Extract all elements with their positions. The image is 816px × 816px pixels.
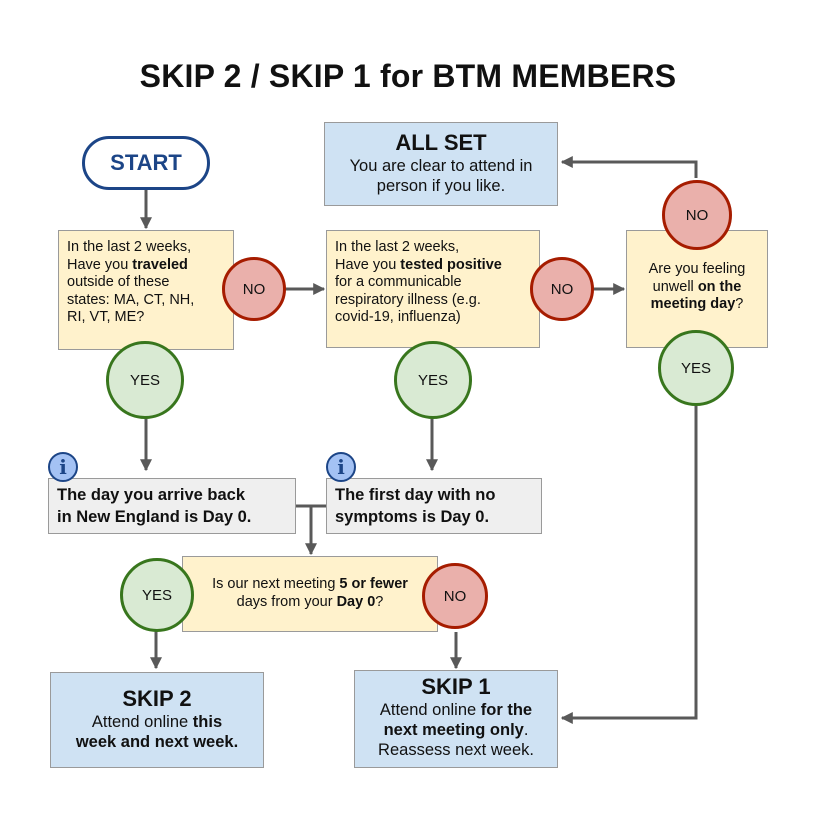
- travel-q-line-1: In the last 2 weeks,: [67, 239, 192, 255]
- travel-no-circle: NO: [222, 257, 286, 321]
- skip1-line-1: Attend online for the: [355, 700, 557, 720]
- info-icon[interactable]: i: [48, 452, 78, 482]
- positive-q-line-1: In the last 2 weeks,: [335, 239, 460, 255]
- positive-q-line-2-text: Have you: [335, 256, 401, 273]
- travel-q-line-5: RI, VT, ME?: [67, 309, 145, 325]
- skip1-line-3: Reassess next week.: [378, 741, 534, 759]
- unwell-q-line-2: unwell on the: [635, 279, 759, 297]
- skip2-title: SKIP 2: [122, 686, 192, 711]
- skip2-line-1-bold: this: [192, 713, 223, 731]
- unwell-q-line-2-bold: on the: [697, 278, 742, 295]
- meeting-no-circle: NO: [422, 563, 488, 629]
- positive-yes-circle: YES: [394, 341, 472, 419]
- symptoms-info-line-2: symptoms is Day 0.: [335, 508, 490, 526]
- skip1-line-2-bold: next meeting only: [383, 721, 524, 739]
- all-set-line-1: You are clear to attend in: [349, 157, 533, 175]
- skip1-box: SKIP 1 Attend online for the next meetin…: [354, 670, 558, 768]
- skip2-box: SKIP 2 Attend online this week and next …: [50, 672, 264, 768]
- arrow-unwell-no-to-allset: [560, 156, 698, 178]
- skip1-line-2-post: .: [523, 721, 529, 739]
- positive-q-line-4: respiratory illness (e.g.: [335, 291, 481, 308]
- meeting-q-line-2: days from your Day 0?: [191, 594, 429, 612]
- meeting-q-line-2-text: days from your: [236, 593, 337, 610]
- positive-q-line-2-bold: tested positive: [400, 256, 502, 273]
- travel-yes-circle: YES: [106, 341, 184, 419]
- unwell-q-line-3-bold: meeting day: [650, 296, 736, 312]
- skip2-line-1-text: Attend online: [91, 713, 193, 731]
- meeting-q-line-2-post: ?: [375, 593, 384, 610]
- travel-q-line-2: Have you traveled: [67, 257, 225, 275]
- travel-question-box: In the last 2 weeks, Have you traveled o…: [58, 230, 234, 350]
- positive-q-line-3: for a communicable: [335, 274, 462, 290]
- unwell-q-line-2-text: unwell: [652, 278, 698, 295]
- skip2-line-2-bold: week and next week.: [75, 733, 239, 751]
- travel-q-line-2-text: Have you: [67, 256, 133, 273]
- skip1-line-2: next meeting only.: [355, 720, 557, 740]
- travel-q-line-3: outside of these: [67, 274, 170, 290]
- info-icon[interactable]: i: [326, 452, 356, 482]
- arrive-info-line-1: The day you arrive back: [57, 486, 246, 504]
- skip1-title: SKIP 1: [421, 674, 491, 699]
- positive-question-box: In the last 2 weeks, Have you tested pos…: [326, 230, 540, 348]
- travel-q-line-4: states: MA, CT, NH,: [67, 291, 195, 308]
- meeting-yes-circle: YES: [120, 558, 194, 632]
- meeting-q-line-2-bold: Day 0: [336, 593, 376, 610]
- all-set-title: ALL SET: [395, 130, 487, 155]
- positive-no-circle: NO: [530, 257, 594, 321]
- all-set-box: ALL SET You are clear to attend in perso…: [324, 122, 558, 206]
- page-title: SKIP 2 / SKIP 1 for BTM MEMBERS: [139, 58, 677, 94]
- unwell-no-circle: NO: [662, 180, 732, 250]
- arrive-day0-info-box: The day you arrive back in New England i…: [48, 478, 296, 534]
- skip1-line-1-text: Attend online: [379, 701, 481, 719]
- unwell-q-line-3-text: ?: [735, 296, 744, 312]
- meeting-question-box: Is our next meeting 5 or fewer days from…: [182, 556, 438, 632]
- meeting-q-line-1-text: Is our next meeting: [212, 576, 340, 592]
- positive-q-line-5: covid-19, influenza): [335, 309, 461, 325]
- unwell-yes-circle: YES: [658, 330, 734, 406]
- unwell-question-box: Are you feeling unwell on the meeting da…: [626, 230, 768, 348]
- start-node: START: [82, 136, 210, 190]
- positive-q-line-2: Have you tested positive: [335, 257, 531, 275]
- skip1-line-1-bold: for the: [480, 701, 533, 719]
- arrive-info-line-2: in New England is Day 0.: [57, 508, 252, 526]
- symptoms-day0-info-box: The first day with no symptoms is Day 0.: [326, 478, 542, 534]
- symptoms-info-line-1: The first day with no: [335, 486, 496, 504]
- travel-q-line-2-bold: traveled: [132, 256, 188, 273]
- unwell-q-line-1: Are you feeling: [648, 261, 746, 277]
- arrow-unwell-yes-to-skip1: [560, 406, 698, 724]
- skip2-line-1: Attend online this: [51, 712, 263, 732]
- meeting-q-line-1: Is our next meeting 5 or fewer: [191, 576, 429, 594]
- skip2-line-2: week and next week.: [51, 732, 263, 752]
- meeting-q-line-1-bold: 5 or fewer: [339, 576, 408, 592]
- unwell-q-line-3: meeting day?: [635, 296, 759, 314]
- all-set-line-2: person if you like.: [376, 177, 506, 195]
